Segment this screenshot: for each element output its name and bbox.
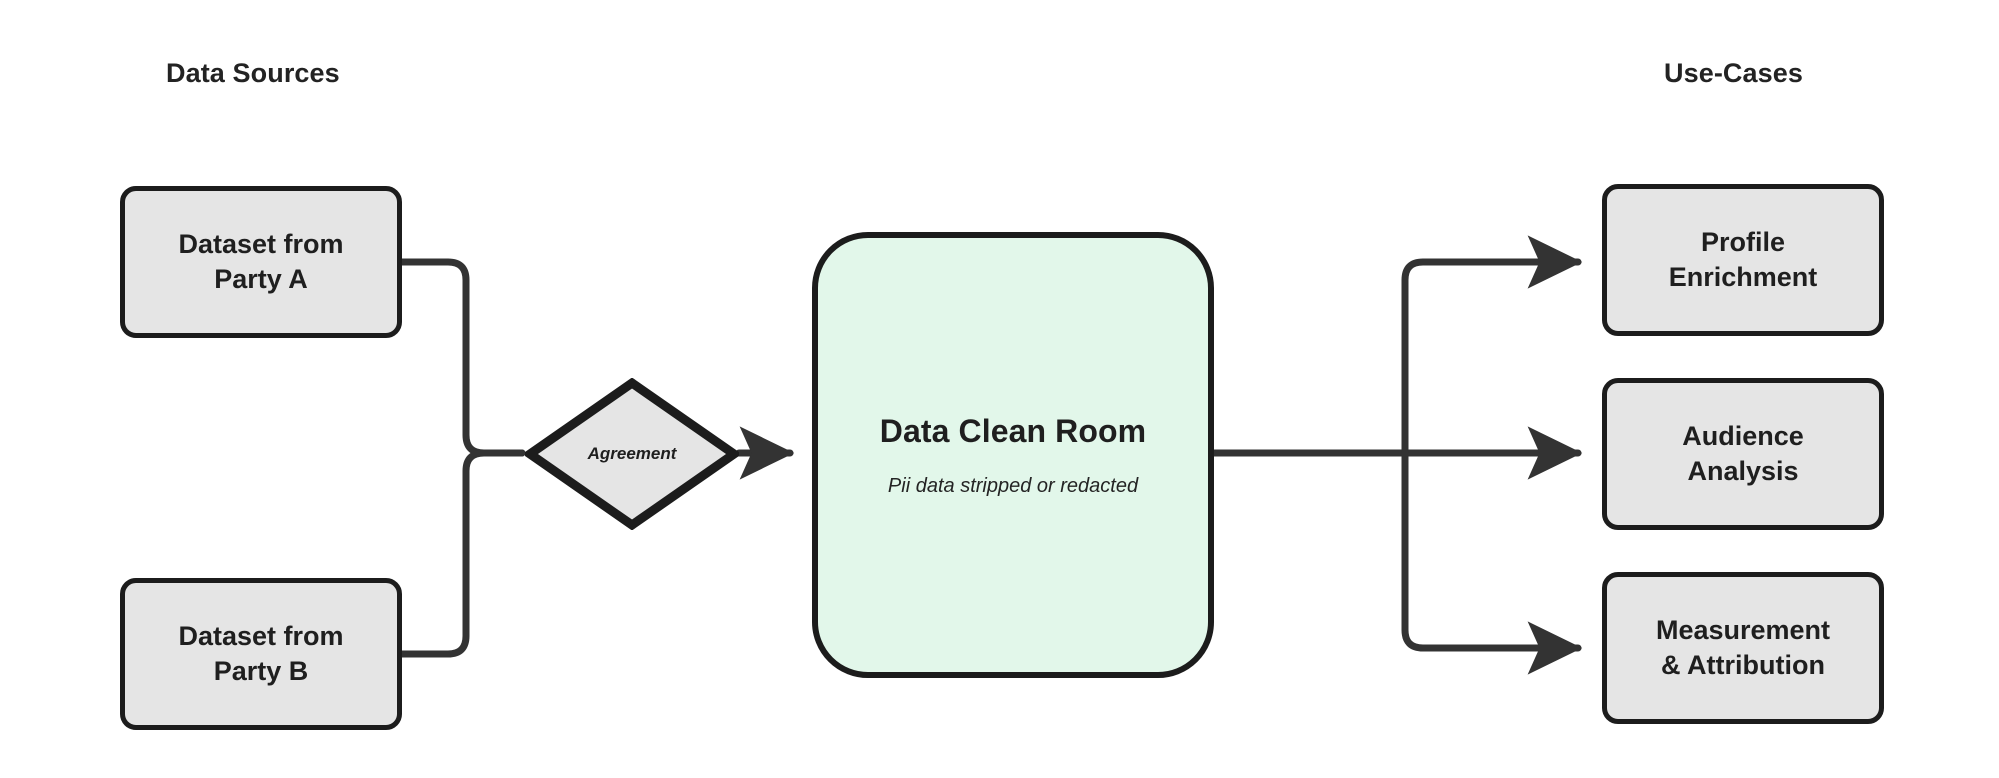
node-data-clean-room[interactable]: Data Clean Room Pii data stripped or red… (812, 232, 1214, 678)
node-agreement-gateway[interactable]: Agreement (525, 378, 739, 530)
node-dataset-party-a-line2: Party A (214, 264, 308, 294)
node-dataset-party-b[interactable]: Dataset from Party B (120, 578, 402, 730)
edge-clean-room-to-profile-enrichment (1401, 235, 1583, 457)
node-measurement-attribution[interactable]: Measurement & Attribution (1602, 572, 1884, 724)
node-data-clean-room-subtitle: Pii data stripped or redacted (887, 474, 1139, 497)
node-dataset-party-a[interactable]: Dataset from Party A (120, 186, 402, 338)
column-heading-use-cases: Use-Cases (1664, 58, 1803, 88)
node-data-clean-room-title: Data Clean Room (879, 412, 1147, 449)
edge-clean-room-to-measurement-attribution (1401, 449, 1583, 675)
edge-party-b-to-agreement (398, 449, 526, 658)
node-audience-analysis-line1: Audience (1682, 421, 1804, 452)
node-profile-enrichment[interactable]: Profile Enrichment (1602, 184, 1884, 336)
node-profile-enrichment-line1: Profile (1700, 227, 1786, 258)
node-audience-analysis[interactable]: Audience Analysis (1602, 378, 1884, 530)
node-profile-enrichment-line2: Enrichment (1668, 262, 1818, 292)
node-audience-analysis-line2: Analysis (1687, 456, 1799, 486)
diamond-shape-icon (525, 378, 739, 530)
node-measurement-attribution-line1: Measurement (1655, 615, 1831, 646)
edge-party-a-to-agreement (398, 258, 526, 457)
column-heading-data-sources: Data Sources (166, 58, 340, 88)
node-dataset-party-b-line1: Dataset from (178, 621, 344, 652)
node-dataset-party-a-line1: Dataset from (178, 229, 344, 260)
node-measurement-attribution-line2: & Attribution (1661, 650, 1825, 680)
node-dataset-party-b-line2: Party B (213, 656, 309, 686)
